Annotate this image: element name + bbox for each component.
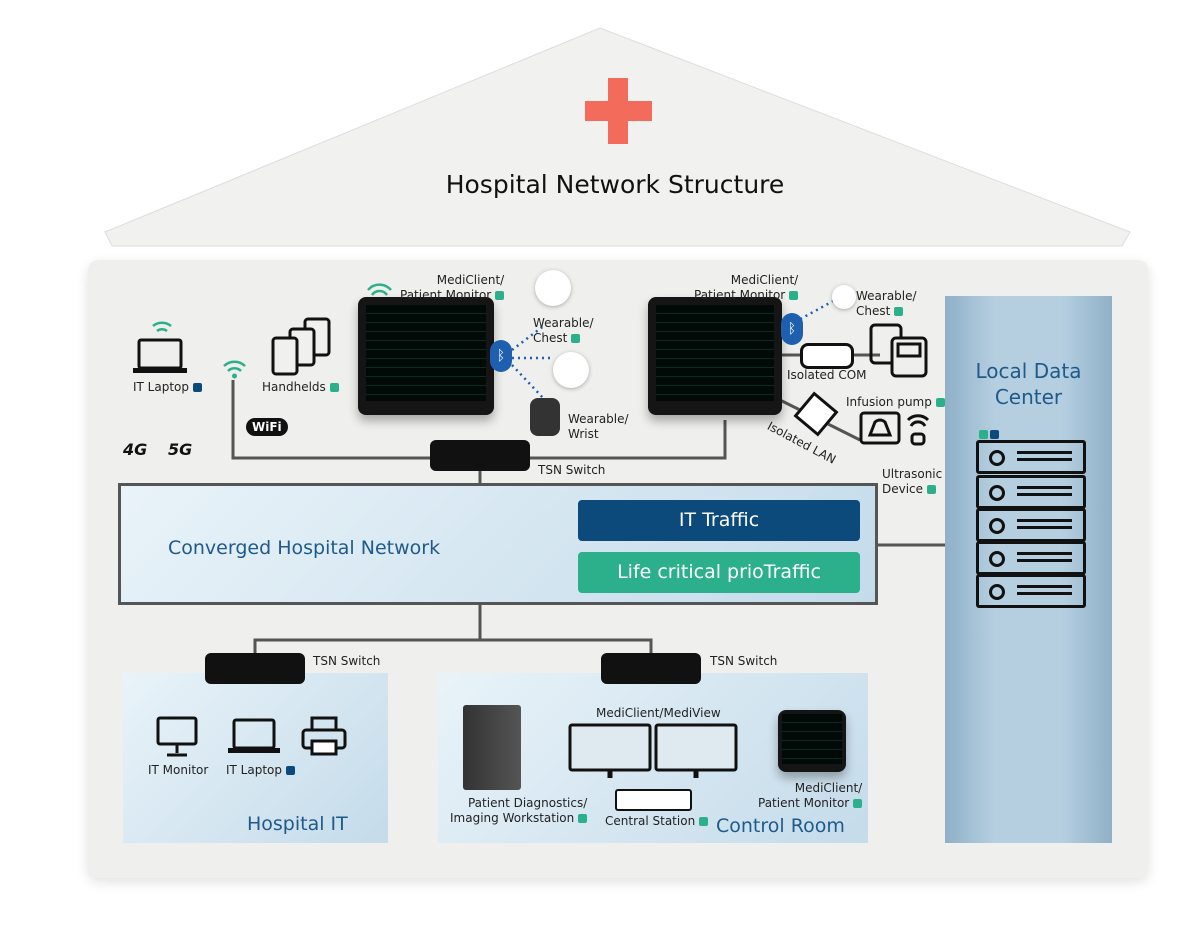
hospital-it-room (123, 673, 388, 843)
workstation-label: Patient Diagnostics/ Imaging Workstation (450, 796, 588, 825)
handhelds-icon (271, 317, 331, 376)
ultrasonic-label: Ultrasonic Device (882, 467, 943, 496)
infusion-pump-icon (869, 323, 928, 378)
tsn-switch-it[interactable] (205, 653, 305, 684)
control-room-label: Control Room (716, 815, 845, 837)
4g-logo: 4G (123, 440, 148, 459)
it-traffic-lane: IT Traffic (578, 500, 860, 541)
mediview-label: MediClient/MediView (596, 706, 721, 720)
wearable-chest-icon (832, 285, 856, 309)
ultrasonic-device-icon (859, 411, 930, 446)
patient-monitor-2[interactable] (648, 297, 782, 415)
patient-monitor-1[interactable] (358, 297, 494, 415)
it-laptop-icon (228, 718, 280, 753)
server-unit (976, 508, 1086, 542)
wearable-wrist-icon (530, 398, 560, 436)
server-unit (976, 541, 1086, 575)
control-monitor-label: MediClient/ Patient Monitor (758, 781, 863, 810)
wifi-logo: WiFi (246, 418, 288, 436)
5g-logo: 5G (168, 440, 193, 459)
wifi-icon (367, 283, 392, 296)
handhelds-label: Handhelds (262, 380, 339, 395)
page-title: Hospital Network Structure (445, 170, 785, 199)
prio-traffic-lane: Life critical prioTraffic (578, 552, 860, 593)
hospital-it-label: Hospital IT (247, 813, 348, 835)
printer-icon (301, 716, 347, 756)
data-center-label: Local Data Center (975, 359, 1082, 409)
bluetooth-icon: ᛒ (490, 340, 512, 372)
infusion-pump-label: Infusion pump (846, 395, 945, 410)
tsn-switch-label: TSN Switch (538, 463, 606, 477)
wifi-icon (223, 360, 246, 379)
wearable-chest2-label: Wearable/ Chest (856, 289, 917, 318)
isolated-com-label: Isolated COM (787, 368, 867, 382)
workstation-tower-icon (463, 705, 521, 790)
wearable-chest1-label: Wearable/ Chest (533, 316, 594, 345)
it-laptop-label: IT Laptop (133, 380, 203, 395)
it-laptop-icon (133, 321, 187, 373)
bluetooth-icon: ᛒ (781, 313, 803, 345)
tsn-switch-label: TSN Switch (313, 654, 381, 668)
tsn-switch-top[interactable] (430, 440, 530, 471)
roof (104, 27, 1131, 247)
central-station-icon (568, 723, 738, 811)
wearable-chest-icon (535, 270, 571, 306)
wearable-chest-icon (553, 352, 589, 388)
monitor1-label: MediClient/ Patient Monitor (400, 273, 505, 302)
com-port-icon (800, 343, 854, 369)
tsn-switch-control[interactable] (601, 653, 701, 684)
server-unit (976, 475, 1086, 509)
wearable-wrist-label: Wearable/ Wrist (568, 412, 629, 441)
converged-network-label: Converged Hospital Network (168, 537, 441, 559)
it-monitor-icon (156, 716, 198, 757)
central-station-label: Central Station (605, 814, 709, 829)
tsn-switch-label: TSN Switch (710, 654, 778, 668)
it-monitor-label: IT Monitor (148, 763, 209, 777)
server-unit (976, 440, 1086, 474)
monitor2-label: MediClient/ Patient Monitor (694, 273, 799, 302)
it-laptop-label: IT Laptop (226, 763, 296, 778)
server-unit (976, 574, 1086, 608)
patient-monitor-control[interactable] (778, 710, 846, 772)
